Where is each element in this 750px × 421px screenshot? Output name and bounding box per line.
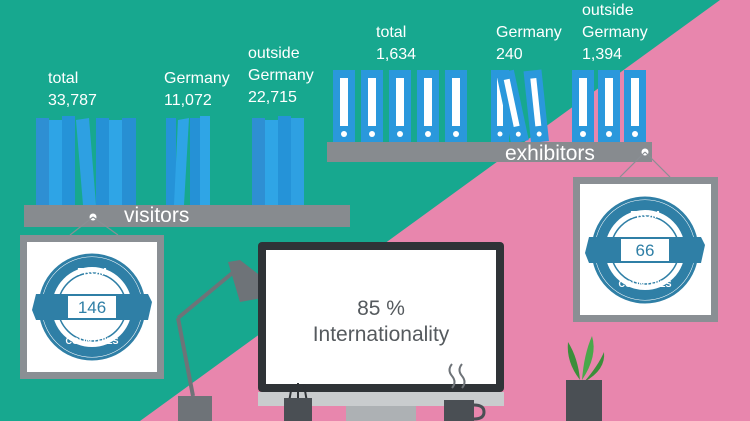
- exhibitors-shelf: [327, 142, 652, 162]
- visitors-shelf-label: visitors: [124, 204, 190, 227]
- exhibitors-germany-value: 240: [496, 46, 523, 63]
- exhibitors-germany-stat: Germany 240: [496, 22, 562, 66]
- visitors-total-label: total: [48, 70, 79, 87]
- exhibitors-stamp-number: 66: [636, 241, 655, 260]
- exhibitors-outside-stat: outside Germany 1,394: [582, 0, 648, 66]
- internationality-caption: Internationality: [312, 323, 450, 346]
- visitor-books: [36, 116, 304, 205]
- exhibitors-outside-value: 1,394: [582, 46, 623, 63]
- visitors-shelf: [24, 205, 350, 227]
- visitors-stamp-number: 146: [78, 298, 106, 317]
- exhibitors-germany-label: Germany: [496, 24, 562, 41]
- visitors-germany-stat: Germany 11,072: [164, 68, 230, 112]
- visitors-stamp-bottom: COUNTRIES: [65, 336, 118, 346]
- visitors-total-stat: total 33,787: [48, 68, 97, 112]
- exhibitors-total-label: total: [376, 24, 407, 41]
- internationality-percentage: 85 %: [357, 297, 405, 320]
- visitors-outside-label-2: Germany: [248, 67, 314, 84]
- computer-monitor: [258, 242, 504, 421]
- visitors-stamp-top: FROM: [77, 267, 106, 278]
- visitors-outside-value: 22,715: [248, 89, 297, 106]
- visitors-stamp: FROM 146 COUNTRIES: [32, 253, 152, 361]
- coffee-cup: [444, 363, 486, 421]
- exhibitor-binders: [333, 69, 646, 144]
- pen-cup: [284, 383, 312, 421]
- visitors-total-value: 33,787: [48, 92, 97, 109]
- monitor-screen-text: 85 % Internationality: [270, 296, 492, 348]
- exhibitors-total-stat: total 1,634: [376, 22, 416, 66]
- visitors-outside-label-1: outside: [248, 45, 300, 62]
- visitors-germany-label: Germany: [164, 70, 230, 87]
- exhibitors-stamp-bottom: COUNTRIES: [618, 279, 671, 289]
- exhibitors-shelf-label: exhibitors: [505, 142, 595, 165]
- exhibitors-stamp-top: FROM: [630, 210, 659, 221]
- exhibitors-outside-label-1: outside: [582, 2, 634, 19]
- visitors-outside-stat: outside Germany 22,715: [248, 43, 314, 109]
- visitors-germany-value: 11,072: [164, 92, 212, 109]
- exhibitors-outside-label-2: Germany: [582, 24, 648, 41]
- potted-plant: [566, 336, 605, 421]
- exhibitors-stamp: FROM 66 COUNTRIES: [585, 196, 705, 304]
- exhibitors-total-value: 1,634: [376, 46, 417, 63]
